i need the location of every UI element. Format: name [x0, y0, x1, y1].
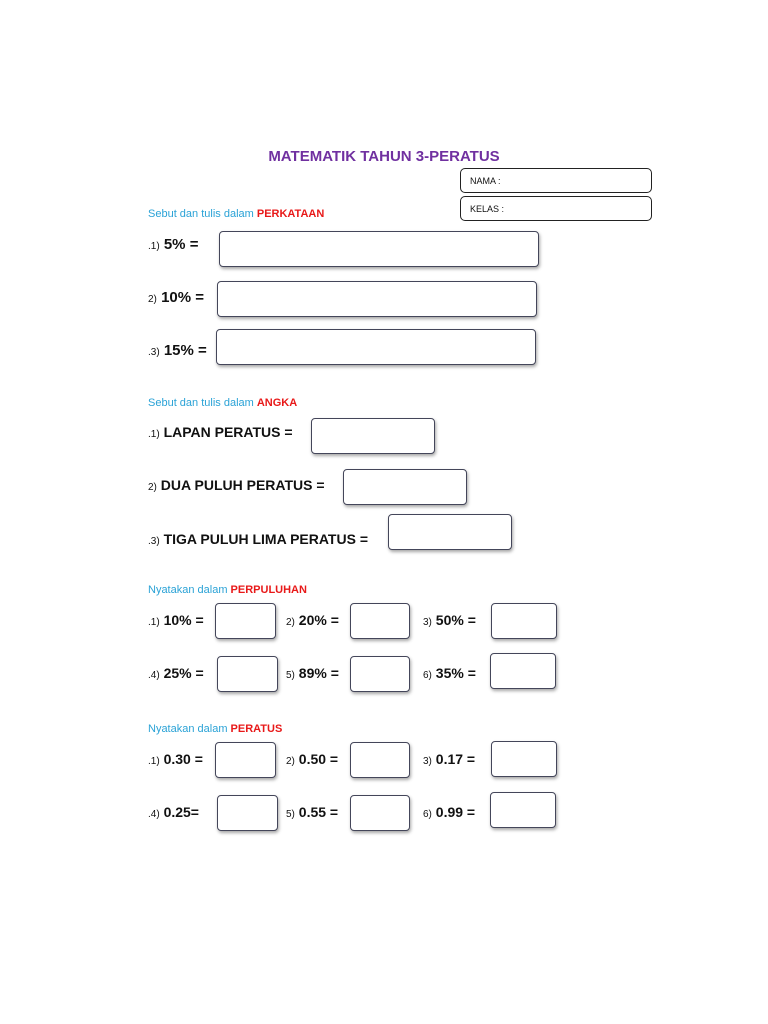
s4-q2-answer-box[interactable] [350, 742, 410, 778]
s3-q4-answer-box[interactable] [217, 656, 278, 692]
page-title: MATEMATIK TAHUN 3-PERATUS [268, 148, 500, 165]
s4-q4-label: .4) 0.25= [148, 804, 199, 820]
s3-q1-label: .1) 10% = [148, 612, 204, 628]
s4-q3-label: 3) 0.17 = [423, 751, 476, 767]
s1-q3-label: .3) 15% = [148, 342, 207, 359]
s1-q1-answer-box[interactable] [219, 231, 539, 267]
nama-label: NAMA : [470, 176, 501, 186]
s2-q1-label: .1) LAPAN PERATUS = [148, 424, 293, 440]
section-1-instruction: Sebut dan tulis dalam PERKATAAN [148, 208, 325, 220]
kelas-field[interactable]: KELAS : [460, 196, 652, 221]
s3-q1-answer-box[interactable] [215, 603, 276, 639]
s3-q3-answer-box[interactable] [491, 603, 557, 639]
s4-q2-label: 2) 0.50 = [286, 751, 339, 767]
s4-q1-answer-box[interactable] [215, 742, 276, 778]
s4-q3-answer-box[interactable] [491, 741, 557, 777]
s2-q3-label: .3) TIGA PULUH LIMA PERATUS = [148, 531, 368, 547]
section-3-instruction: Nyatakan dalam PERPULUHAN [148, 584, 307, 596]
s4-q1-label: .1) 0.30 = [148, 751, 203, 767]
s4-q5-label: 5) 0.55 = [286, 804, 339, 820]
s3-q4-label: .4) 25% = [148, 665, 204, 681]
s3-q5-answer-box[interactable] [350, 656, 410, 692]
section-3-keyword: PERPULUHAN [230, 584, 307, 596]
s2-q2-answer-box[interactable] [343, 469, 467, 505]
section-4-instruction: Nyatakan dalam PERATUS [148, 723, 283, 735]
s2-q3-answer-box[interactable] [388, 514, 512, 550]
s3-q5-label: 5) 89% = [286, 665, 339, 681]
s4-q6-answer-box[interactable] [490, 792, 556, 828]
s3-q2-answer-box[interactable] [350, 603, 410, 639]
s4-q5-answer-box[interactable] [350, 795, 410, 831]
s2-q1-answer-box[interactable] [311, 418, 435, 454]
s3-q6-answer-box[interactable] [490, 653, 556, 689]
nama-field[interactable]: NAMA : [460, 168, 652, 193]
kelas-label: KELAS : [470, 204, 505, 214]
s2-q2-label: 2) DUA PULUH PERATUS = [148, 477, 325, 493]
section-2-instruction: Sebut dan tulis dalam ANGKA [148, 397, 298, 409]
s3-q6-label: 6) 35% = [423, 665, 476, 681]
s1-q2-label: 2) 10% = [148, 289, 205, 306]
section-1-keyword: PERKATAAN [256, 208, 325, 220]
section-4-keyword: PERATUS [230, 723, 283, 735]
s1-q3-answer-box[interactable] [216, 329, 536, 365]
s4-q6-label: 6) 0.99 = [423, 804, 476, 820]
s1-q2-answer-box[interactable] [217, 281, 537, 317]
section-2-keyword: ANGKA [256, 397, 298, 409]
s3-q3-label: 3) 50% = [423, 612, 476, 628]
s3-q2-label: 2) 20% = [286, 612, 339, 628]
s4-q4-answer-box[interactable] [217, 795, 278, 831]
s1-q1-label: .1) 5% = [148, 236, 199, 253]
